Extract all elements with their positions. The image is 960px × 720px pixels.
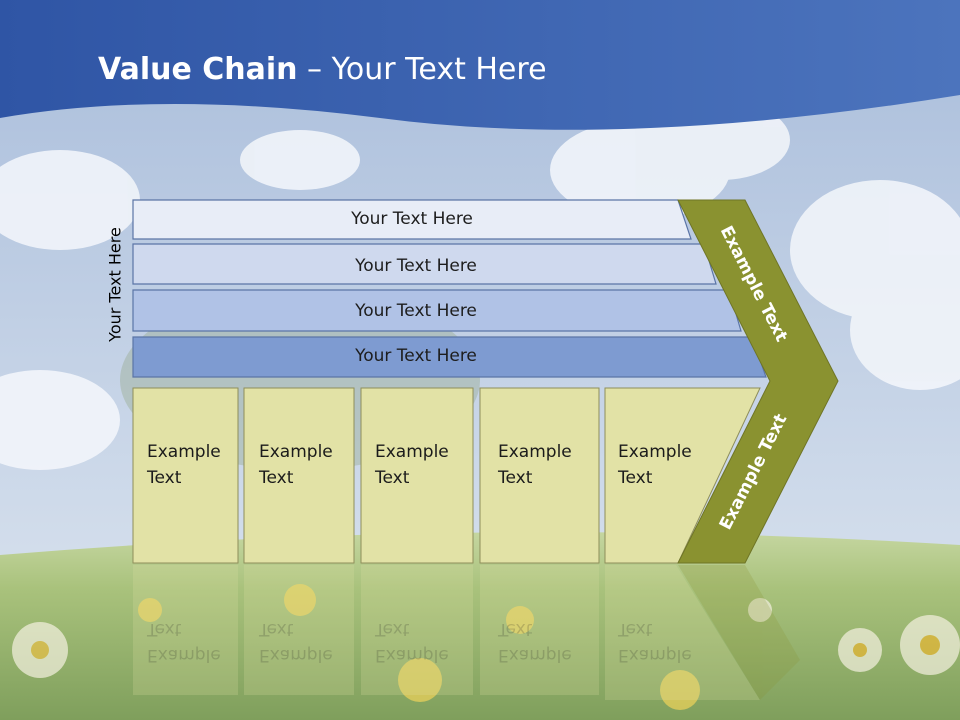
bar-shape-1	[132, 199, 692, 240]
bar-1: Your Text Here	[132, 199, 692, 239]
box-4-line1: Example	[498, 442, 572, 462]
box-3-line1: Example	[375, 442, 449, 462]
bar-2-label: Your Text Here	[355, 256, 477, 276]
reflection-1: Example Text	[147, 619, 221, 665]
chevron-shape	[677, 199, 839, 564]
box-2-line2: Text	[259, 468, 294, 488]
box-3-line2: Text	[375, 468, 410, 488]
bar-3: Your Text Here	[132, 291, 700, 331]
bar-4: Your Text Here	[132, 336, 700, 376]
bar-2: Your Text Here	[132, 246, 700, 286]
box-5-line2: Text	[618, 468, 653, 488]
box-1-line1: Example	[147, 442, 221, 462]
bar-4-label: Your Text Here	[355, 346, 477, 366]
box-2-line1: Example	[259, 442, 333, 462]
box-4-line2: Text	[498, 468, 533, 488]
box-5-line1: Example	[618, 442, 692, 462]
bar-1-label: Your Text Here	[351, 209, 473, 229]
box-4-text: Example Text	[498, 439, 572, 491]
reflection-2: Example Text	[259, 619, 333, 665]
box-shape-1	[132, 387, 239, 564]
bar-3-label: Your Text Here	[355, 301, 477, 321]
bar-shape-3	[132, 289, 742, 332]
bar-shape-4	[132, 336, 767, 378]
box-shape-3	[360, 387, 474, 564]
title-rest: – Your Text Here	[297, 52, 547, 87]
side-label: Your Text Here	[105, 227, 125, 342]
box-1-line2: Text	[147, 468, 182, 488]
box-shape-4	[479, 387, 600, 564]
reflection-5: Example Text	[618, 619, 692, 665]
page-title: Value Chain – Your Text Here	[98, 52, 547, 87]
reflection-3: Example Text	[375, 619, 449, 665]
title-bold: Value Chain	[98, 52, 298, 87]
box-1-text: Example Text	[147, 439, 221, 491]
bar-shape-2	[132, 243, 717, 285]
box-2-text: Example Text	[259, 439, 333, 491]
box-5-text: Example Text	[618, 439, 692, 491]
box-3-text: Example Text	[375, 439, 449, 491]
box-shape-2	[243, 387, 355, 564]
reflection-4: Example Text	[498, 619, 572, 665]
